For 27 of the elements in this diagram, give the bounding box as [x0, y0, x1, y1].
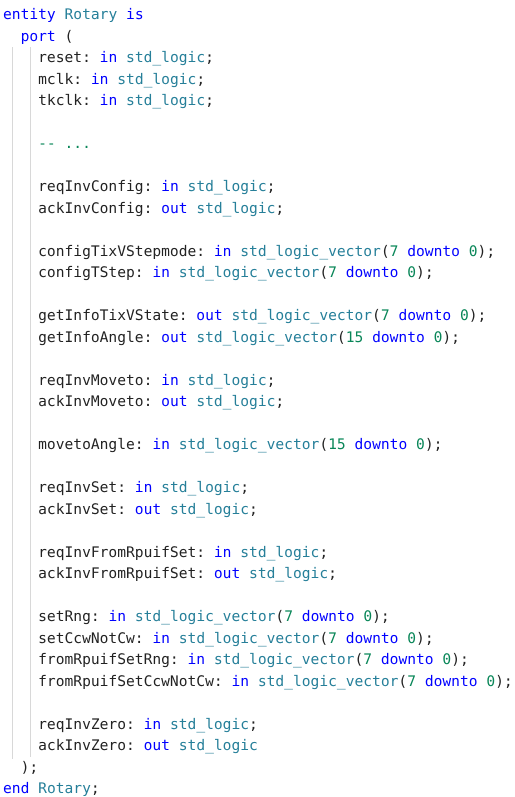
- code-line: );: [20, 758, 38, 778]
- code-line: end Rotary;: [3, 779, 100, 797]
- code-line: reqInvFromRpuifSet: in std_logic;: [37, 542, 328, 562]
- code-line: reqInvZero: in std_logic;: [37, 714, 258, 734]
- code-line: reqInvMoveto: in std_logic;: [37, 370, 276, 390]
- code-line: fromRpuifSetCcwNotCw: in std_logic_vector(7 downto 0);: [37, 672, 513, 692]
- code-line: setRng: in std_logic_vector(7 downto 0);: [37, 607, 390, 627]
- code-line: getInfoTixVState: out std_logic_vector(7 downto 0);: [37, 306, 486, 326]
- code-line: ackInvFromRpuifSet: out std_logic;: [37, 564, 337, 584]
- code-line: tkclk: in std_logic;: [37, 91, 214, 111]
- code-line: reset: in std_logic;: [37, 48, 214, 68]
- code-line: mclk: in std_logic;: [37, 70, 206, 90]
- code-line: fromRpuifSetRng: in std_logic_vector(7 downto 0);: [37, 650, 469, 670]
- code-line: ackInvConfig: out std_logic;: [37, 198, 284, 218]
- code-line: movetoAngle: in std_logic_vector(15 downto 0);: [37, 435, 442, 455]
- code-line: ackInvZero: out std_logic: [37, 736, 258, 756]
- code-line: -- ...: [37, 134, 91, 154]
- code-line: setCcwNotCw: in std_logic_vector(7 downto 0);: [37, 628, 434, 648]
- code-line: ackInvMoveto: out std_logic;: [37, 392, 284, 412]
- code-line: ackInvSet: out std_logic;: [37, 500, 258, 520]
- code-line: configTixVStepmode: in std_logic_vector(7 downto 0);: [37, 242, 496, 262]
- code-line: reqInvConfig: in std_logic;: [37, 177, 276, 197]
- code-line: entity Rotary is: [3, 5, 144, 25]
- code-line: configTStep: in std_logic_vector(7 downto 0);: [37, 263, 434, 283]
- code-line: reqInvSet: in std_logic;: [37, 478, 250, 498]
- code-line: port (: [20, 26, 74, 46]
- code-line: getInfoAngle: out std_logic_vector(15 downto 0);: [37, 328, 460, 348]
